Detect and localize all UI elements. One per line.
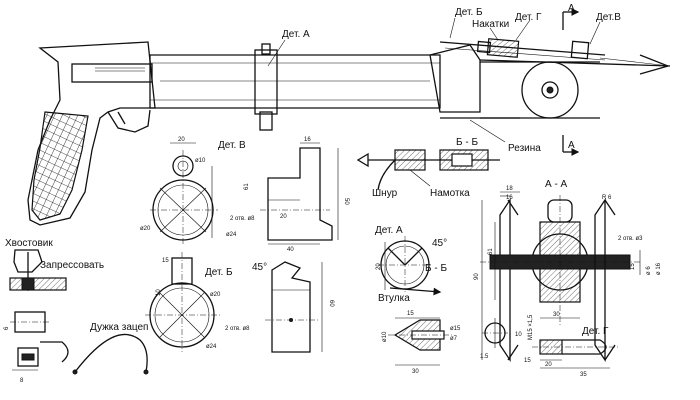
dim-v-d10: ø10 bbox=[195, 158, 206, 164]
label-khvostovik: Хвостовик bbox=[5, 238, 53, 249]
label-zapressovat: Запрессовать bbox=[40, 260, 104, 271]
clamp-det-a bbox=[254, 49, 278, 115]
det-v-side bbox=[267, 147, 333, 241]
khvostovik-drawing bbox=[9, 249, 78, 375]
grip-crosshatch bbox=[31, 111, 89, 221]
det-b-side bbox=[271, 261, 311, 353]
dim-vt-30: 30 bbox=[412, 369, 419, 375]
label-vtulka: Втулка bbox=[378, 293, 410, 304]
label-det-b: Дет. Б bbox=[205, 267, 233, 278]
label-det-b-top: Дет. Б bbox=[455, 7, 483, 18]
label-bb-small: Б - Б bbox=[425, 263, 447, 274]
gun-assembly bbox=[27, 8, 671, 226]
dim-g-15: 15 bbox=[524, 358, 531, 364]
dim-aa-18: 18 bbox=[506, 186, 513, 192]
dim-b-10: 10 bbox=[156, 289, 162, 296]
dim-vt-10: 10 bbox=[515, 332, 522, 338]
dim-aa-30: 30 bbox=[553, 312, 560, 318]
dim-g-35: 35 bbox=[580, 372, 587, 378]
dim-vt-15b: 1.5 bbox=[480, 354, 489, 360]
dim-g-m15: M15 ×1,5 bbox=[528, 314, 534, 340]
det-b-drawing bbox=[145, 252, 323, 353]
dim-b-15: 15 bbox=[162, 258, 169, 264]
label-a-bottom: А bbox=[568, 140, 575, 151]
label-det-v: Дет. В bbox=[218, 140, 246, 151]
dim-aa-61: 61 bbox=[488, 248, 494, 255]
dim-vt-15: 15 bbox=[407, 311, 414, 317]
dim-v-d24: ø24 bbox=[226, 232, 237, 238]
bracket-det-v bbox=[570, 40, 590, 60]
dim-aa-r6: R 6 bbox=[602, 195, 612, 201]
label-aa-section: А - А bbox=[545, 179, 568, 190]
dim-b-60: 60 bbox=[328, 300, 334, 307]
trigger-guard bbox=[107, 109, 151, 133]
label-rezina: Резина bbox=[508, 143, 541, 154]
dim-g-20: 20 bbox=[545, 362, 552, 368]
label-bb-section: Б - Б bbox=[456, 137, 478, 148]
bushing-drawing bbox=[388, 317, 508, 366]
dim-v-40: 40 bbox=[287, 247, 294, 253]
dim-v-16: 16 bbox=[304, 137, 311, 143]
dim-kh-8: 8 bbox=[20, 378, 24, 384]
dim-aa-d6: ø 6 bbox=[646, 266, 652, 275]
trigger bbox=[117, 111, 126, 125]
hook-duzhka bbox=[74, 333, 148, 373]
dim-kh-6: 6 bbox=[4, 326, 10, 330]
front-block bbox=[429, 44, 481, 113]
label-det-g: Дет. Г bbox=[582, 326, 609, 337]
dim-b-d24: ø24 bbox=[206, 344, 217, 350]
det-g-drawing bbox=[532, 339, 620, 369]
label-det-g-top: Дет. Г bbox=[515, 12, 542, 23]
dim-v-20: 20 bbox=[178, 137, 185, 143]
dim-aa-2otv3: 2 отв. ø3 bbox=[618, 236, 643, 242]
dim-b-2otv8: 2 отв. ø8 bbox=[225, 326, 250, 332]
label-det-a-top: Дет. А bbox=[282, 29, 310, 40]
label-det-v-top: Дет.В bbox=[596, 12, 621, 23]
winding bbox=[394, 149, 426, 171]
aa-left-flange bbox=[499, 197, 511, 363]
dim-vt-d10: ø10 bbox=[382, 331, 388, 342]
dim-v-d20: ø20 bbox=[140, 226, 151, 232]
dim-b-d20: ø20 bbox=[210, 292, 221, 298]
dim-aa-d16: ø 16 bbox=[656, 262, 662, 275]
receiver-window bbox=[71, 63, 153, 83]
dim-v-50: 50 bbox=[343, 198, 349, 205]
label-shnur: Шнур bbox=[372, 188, 398, 199]
aa-section bbox=[480, 191, 641, 363]
dim-vt-d15: ø15 bbox=[450, 326, 461, 332]
dim-a-20: 20 bbox=[376, 263, 382, 270]
label-namotka: Намотка bbox=[430, 188, 470, 199]
label-45-a: 45° bbox=[432, 238, 447, 249]
det-a-ring bbox=[378, 236, 432, 292]
dim-aa-90: 90 bbox=[474, 273, 480, 280]
dim-v-20b: 20 bbox=[280, 214, 287, 220]
dim-v-2otv8: 2 отв. ø8 bbox=[230, 216, 255, 222]
barrel-outline bbox=[149, 54, 441, 109]
label-duzhka: Дужка зацеп bbox=[90, 322, 148, 333]
dim-vt-d7: ø7 bbox=[450, 336, 458, 342]
dim-aa-16: 16 bbox=[506, 195, 513, 201]
det-v-drawing bbox=[150, 142, 339, 245]
dim-v-61: 61 bbox=[244, 183, 250, 190]
label-det-a: Дет. А bbox=[375, 225, 403, 236]
spear-rail bbox=[439, 41, 606, 56]
dim-aa-15: 15 bbox=[630, 263, 636, 270]
bb-cord-section bbox=[356, 149, 500, 191]
label-a-top: А bbox=[568, 3, 575, 14]
spear-tip bbox=[639, 54, 671, 75]
label-nakatki: Накатки bbox=[472, 19, 509, 30]
knurled-part bbox=[486, 38, 520, 58]
label-45-b: 45° bbox=[252, 262, 267, 273]
